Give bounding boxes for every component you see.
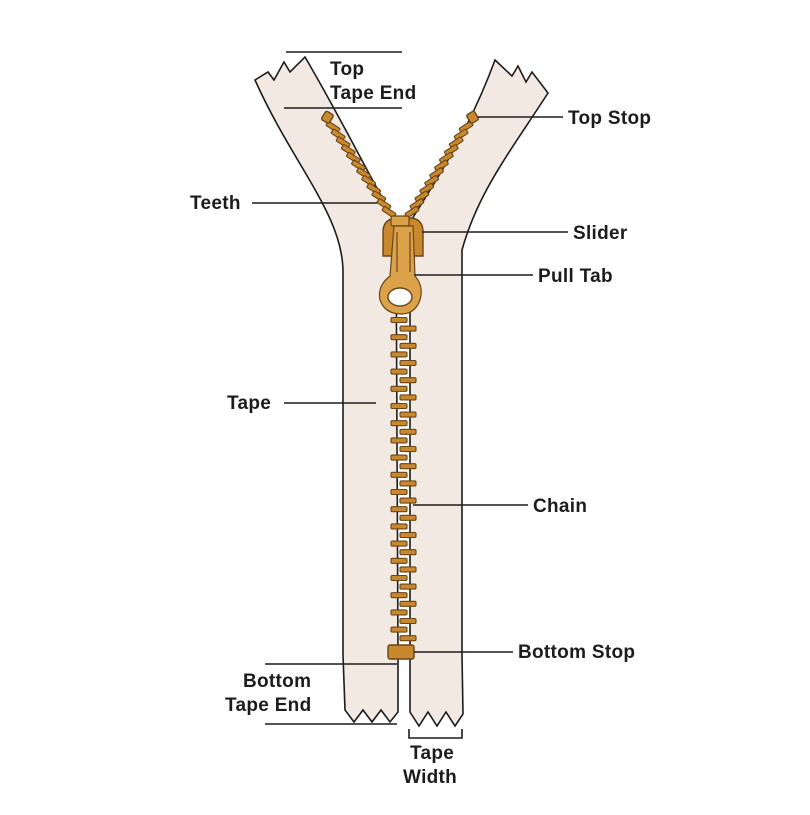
chain-tooth [390,626,408,633]
top-stop-left [321,110,334,124]
pull-tab [378,225,422,315]
tooth [434,159,449,172]
chain-tooth [399,428,417,435]
left-tape [253,55,399,724]
chain-tooth [399,342,417,349]
chain-tooth [390,523,408,530]
chain-tooth [390,402,408,410]
chain-teeth [390,316,417,642]
chain-tooth [399,463,417,470]
chain-tooth [390,385,408,392]
chain-tooth [399,514,417,521]
tooth [335,136,351,149]
chain-tooth [390,574,408,582]
chain-tooth [390,609,408,616]
chain-tooth [399,445,417,453]
tooth [419,182,435,195]
pull-tab-label: Pull Tab [538,266,613,287]
chain-tooth [390,454,408,461]
bottom-tape-end-label-line2: Tape End [225,695,312,716]
tape-label: Tape [227,393,271,414]
tape-width-bracket [408,729,463,739]
right-tape [409,58,549,728]
chain-tooth [399,497,417,504]
tooth [376,198,392,211]
chain-tooth [399,359,417,367]
chain-tooth [390,557,408,564]
teeth-upper-right [404,121,474,218]
bottom-stop-label: Bottom Stop [518,642,635,663]
tooth [443,144,459,157]
chain-tooth [399,411,417,418]
tooth [429,167,444,180]
chain-tooth [390,316,408,324]
chain-tooth [399,394,417,401]
chain-tooth [390,437,408,444]
tooth [330,128,346,141]
tooth [424,175,439,188]
pull-tab-hole [387,287,413,307]
tooth [371,190,387,203]
tooth [439,151,454,164]
teeth-label: Teeth [190,193,241,214]
tape-width-label-line2: Width [403,767,457,788]
chain-tooth [390,540,408,547]
chain-label: Chain [533,496,587,517]
chain-tooth [390,592,408,599]
tooth [366,182,382,195]
tooth [453,128,469,141]
chain-tooth [390,488,408,496]
chain-tooth [390,368,408,375]
chain-tooth [399,480,417,487]
slider-label: Slider [573,223,628,244]
tooth [414,190,430,203]
tape-width-label-line1: Tape [410,743,454,764]
chain-tooth [399,531,417,539]
tooth [351,159,366,172]
bottom-stop [387,644,415,660]
chain-tooth [390,506,408,513]
top-tape-end-label-line1: Top [330,59,364,80]
tooth [340,144,356,157]
tooth [361,175,376,188]
top-stop-right [466,110,479,124]
chain-tooth [399,566,417,573]
tooth [356,167,371,180]
chain-tooth [399,617,417,625]
top-stop-label: Top Stop [568,108,651,129]
teeth-upper-left [325,121,397,218]
chain-tooth [390,334,408,341]
chain-tooth [390,420,408,427]
top-tape-end-label-line2: Tape End [330,83,417,104]
chain-tooth [390,471,408,478]
chain-tooth [399,325,417,332]
tooth [409,198,425,211]
chain-tooth [399,600,417,607]
chain-tooth [399,635,417,642]
chain-tooth [399,583,417,590]
chain-tooth [399,549,417,556]
chain-tooth [399,377,417,384]
tooth [346,151,361,164]
chain-tooth [390,351,408,358]
bottom-tape-end-label-line1: Bottom [243,671,311,692]
tooth [448,136,464,149]
